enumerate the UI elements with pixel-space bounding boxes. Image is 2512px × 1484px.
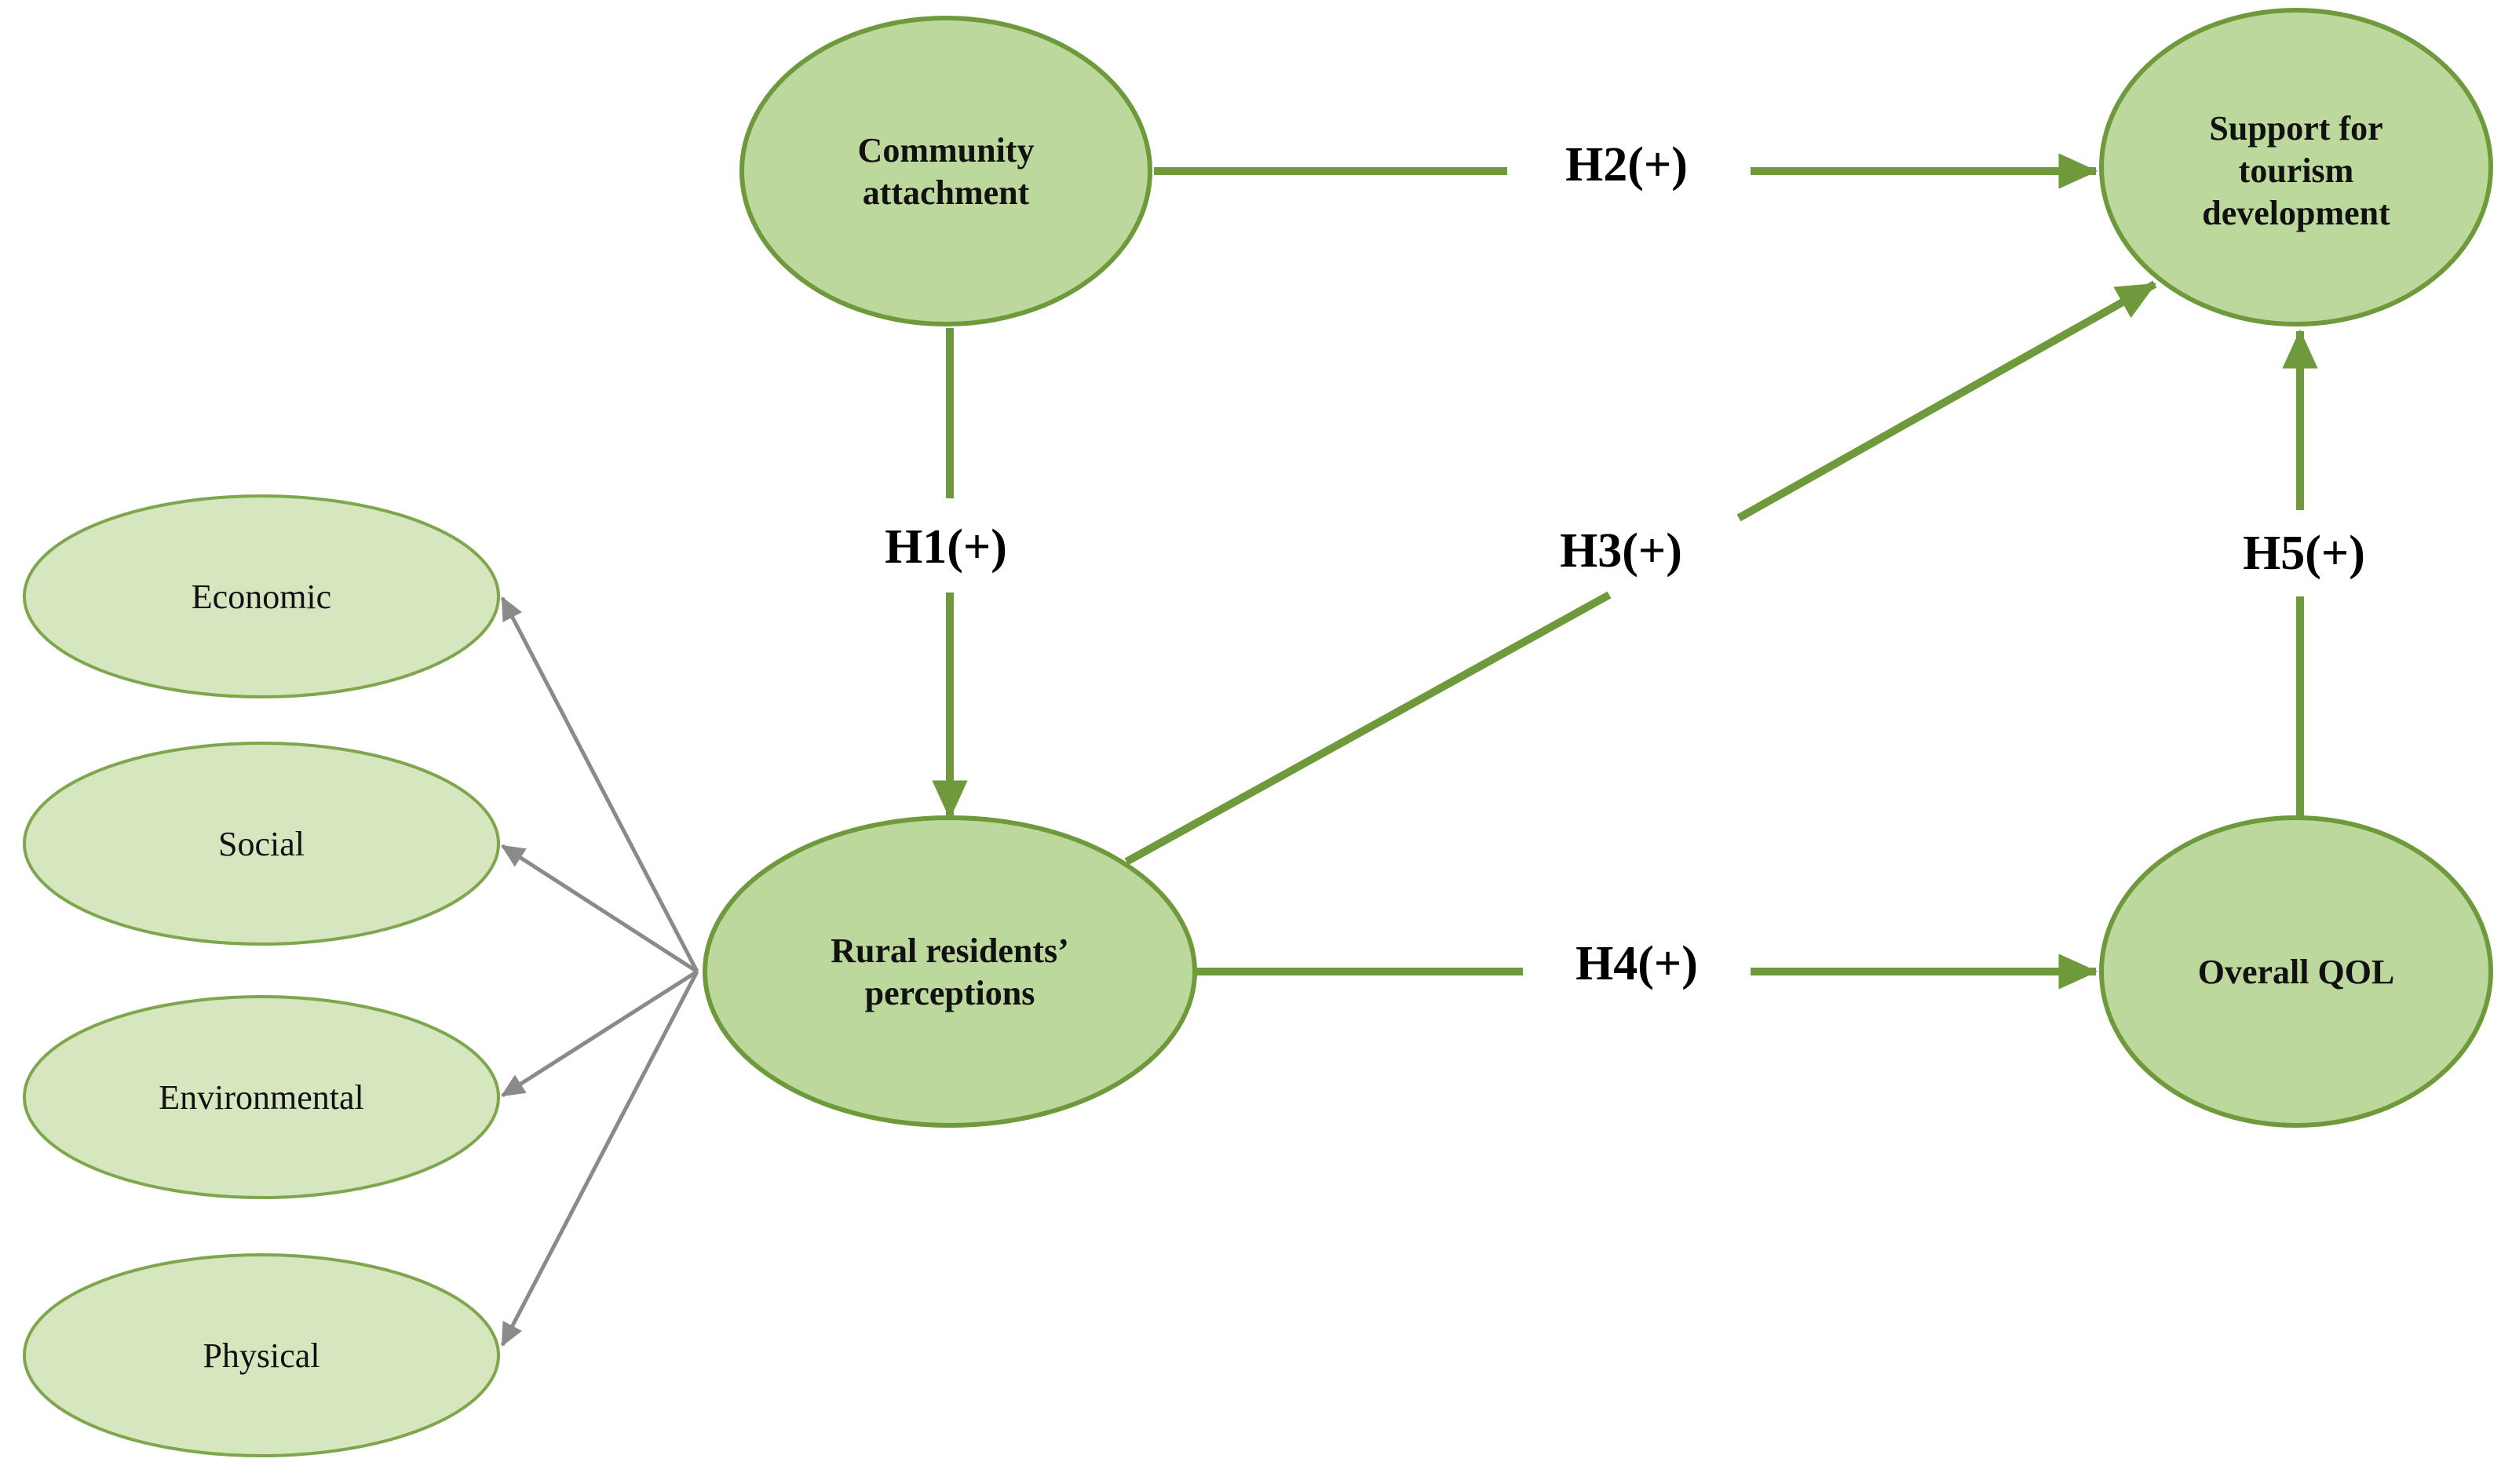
- node-economic: Economic: [23, 494, 500, 698]
- arrow-to-environmental: [501, 969, 699, 1098]
- community-line-2: attachment: [863, 173, 1030, 212]
- node-community-attachment: Community attachment: [739, 16, 1152, 326]
- physical-label: Physical: [203, 1336, 319, 1375]
- node-overall-qol: Overall QOL: [2099, 815, 2493, 1128]
- arrow-to-physical: [500, 970, 699, 1347]
- h4-label: H4(+): [1575, 937, 1698, 990]
- support-line-2: tourism: [2239, 151, 2354, 190]
- h1-label: H1(+): [885, 520, 1007, 574]
- community-line-1: Community: [858, 131, 1035, 170]
- node-environmental: Environmental: [23, 995, 500, 1199]
- h3-arrow-upper: [1736, 280, 2157, 522]
- rural-line-2: perceptions: [865, 974, 1035, 1012]
- environmental-label: Environmental: [159, 1078, 364, 1117]
- h2-label: H2(+): [1565, 138, 1688, 191]
- node-rural-residents-perceptions: Rural residents’ perceptions: [703, 815, 1197, 1128]
- arrow-to-social: [501, 844, 699, 974]
- social-label: Social: [218, 825, 305, 863]
- rural-line-1: Rural residents’: [831, 932, 1069, 970]
- node-support-tourism-development: Support for tourism development: [2099, 8, 2493, 326]
- arrow-to-economic: [500, 596, 699, 973]
- qol-label: Overall QOL: [2198, 953, 2395, 991]
- h3-label: H3(+): [1560, 524, 1682, 578]
- hypothesis-arrows: [932, 153, 2318, 990]
- economic-label: Economic: [192, 578, 331, 616]
- node-social: Social: [23, 742, 500, 946]
- support-line-3: development: [2202, 194, 2390, 232]
- node-physical: Physical: [23, 1253, 500, 1457]
- dimension-arrows: [500, 596, 699, 1347]
- support-line-1: Support for: [2209, 109, 2382, 148]
- h5-label: H5(+): [2243, 527, 2365, 580]
- h3-arrow-lower: [1124, 591, 1612, 866]
